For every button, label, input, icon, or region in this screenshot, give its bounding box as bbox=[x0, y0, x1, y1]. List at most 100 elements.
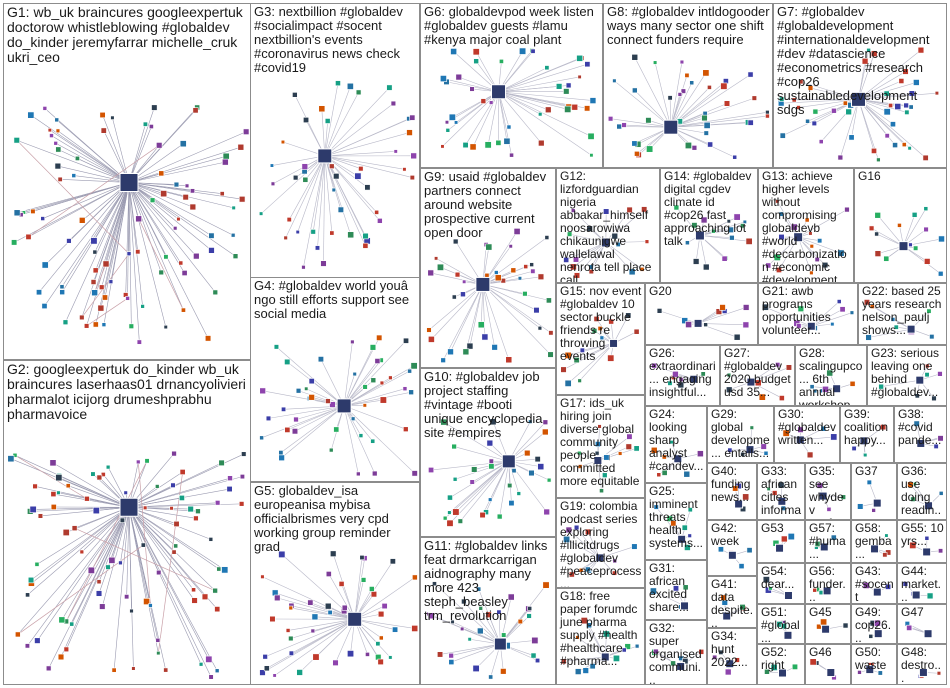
group-g9-label: G9: usaid #globaldev partners connect ar… bbox=[424, 169, 547, 240]
node-avatar bbox=[529, 262, 534, 267]
node-avatar bbox=[281, 406, 287, 412]
node-avatar bbox=[241, 451, 247, 457]
node-avatar bbox=[778, 211, 784, 217]
group-g35: G35: see whydev confer... bbox=[805, 463, 851, 520]
group-g37-nodes bbox=[857, 479, 882, 513]
edge bbox=[324, 83, 339, 156]
hub-node-avatar bbox=[593, 455, 603, 465]
node-avatar bbox=[393, 149, 398, 154]
node-avatar bbox=[568, 571, 575, 578]
node-avatar bbox=[462, 279, 467, 284]
node-avatar bbox=[742, 321, 750, 329]
node-avatar bbox=[790, 223, 798, 231]
group-g3-label: G3: nextbillion #globaldev #socialimpact… bbox=[254, 4, 403, 75]
node-avatar bbox=[371, 470, 378, 477]
hub-node-avatar bbox=[745, 445, 755, 455]
node-avatar bbox=[787, 533, 795, 541]
hub-node-avatar bbox=[821, 624, 831, 634]
edge bbox=[343, 365, 415, 407]
node-avatar bbox=[812, 587, 817, 593]
node-avatar bbox=[136, 339, 142, 345]
group-g39-label: G39: coalition happy... bbox=[844, 407, 889, 447]
edge bbox=[324, 155, 366, 246]
node-avatar bbox=[472, 664, 480, 672]
group-g44-nodes bbox=[902, 581, 934, 600]
node-avatar bbox=[542, 419, 549, 425]
node-avatar bbox=[890, 317, 896, 322]
edge bbox=[465, 284, 484, 352]
edge bbox=[571, 557, 600, 575]
hub-node-avatar bbox=[676, 661, 686, 671]
node-avatar bbox=[537, 463, 545, 471]
node-avatar bbox=[304, 386, 309, 391]
edge bbox=[294, 94, 326, 157]
node-avatar bbox=[327, 609, 333, 615]
node-avatar bbox=[720, 594, 727, 601]
group-g3-network bbox=[259, 80, 417, 270]
edge bbox=[128, 182, 184, 311]
group-g4-label: G4: #globaldev world youâ ngo still effo… bbox=[254, 278, 410, 321]
group-g49-network bbox=[868, 619, 883, 639]
hub-node-avatar bbox=[915, 375, 925, 385]
group-g50-nodes bbox=[857, 662, 883, 676]
group-g20-edges bbox=[659, 307, 747, 338]
group-g55-nodes bbox=[909, 535, 944, 557]
group-g1-network bbox=[11, 104, 250, 345]
hub-node-avatar bbox=[734, 499, 744, 509]
node-avatar bbox=[189, 188, 196, 194]
node-avatar bbox=[362, 232, 369, 240]
node-avatar bbox=[840, 494, 846, 500]
group-g16-network bbox=[868, 206, 945, 277]
edge bbox=[128, 182, 140, 343]
node-avatar bbox=[679, 59, 685, 65]
group-g46-nodes bbox=[809, 658, 837, 681]
node-avatar bbox=[780, 505, 786, 511]
node-avatar bbox=[448, 113, 456, 121]
edge bbox=[51, 135, 130, 183]
node-avatar bbox=[500, 278, 506, 284]
node-avatar bbox=[937, 270, 944, 277]
node-avatar bbox=[712, 654, 718, 660]
edge bbox=[14, 455, 88, 500]
edge bbox=[28, 145, 160, 238]
edge bbox=[576, 343, 614, 361]
node-avatar bbox=[411, 625, 419, 632]
node-avatar bbox=[452, 476, 458, 482]
group-g24-nodes bbox=[650, 440, 704, 478]
node-avatar bbox=[884, 133, 890, 139]
group-g10-network bbox=[428, 418, 552, 527]
edge bbox=[654, 62, 672, 128]
node-avatar bbox=[830, 322, 835, 327]
node-avatar bbox=[649, 587, 657, 595]
edge bbox=[613, 315, 629, 344]
node-avatar bbox=[577, 378, 582, 383]
edge bbox=[858, 99, 912, 108]
node-avatar bbox=[156, 569, 162, 576]
node-avatar bbox=[333, 173, 340, 180]
group-g44-label: G44: market... bbox=[901, 564, 942, 604]
node-avatar bbox=[782, 429, 790, 437]
group-g25-network bbox=[653, 504, 693, 551]
node-avatar bbox=[440, 144, 445, 149]
edge bbox=[343, 341, 353, 406]
hub-node-avatar bbox=[722, 611, 732, 621]
edge bbox=[576, 527, 600, 559]
edge bbox=[128, 182, 167, 328]
node-avatar bbox=[495, 139, 502, 146]
group-g52-network bbox=[764, 663, 798, 678]
node-avatar bbox=[742, 304, 750, 311]
node-avatar bbox=[440, 75, 447, 82]
node-avatar bbox=[913, 420, 920, 427]
node-avatar bbox=[692, 258, 700, 265]
node-avatar bbox=[639, 267, 645, 272]
node-avatar bbox=[574, 668, 582, 675]
edge bbox=[128, 182, 243, 200]
node-avatar bbox=[661, 469, 668, 476]
node-avatar bbox=[259, 435, 264, 441]
node-avatar bbox=[364, 184, 371, 191]
edge bbox=[102, 114, 130, 183]
node-avatar bbox=[791, 97, 797, 103]
node-avatar bbox=[628, 268, 636, 276]
edge bbox=[699, 235, 732, 239]
edge bbox=[659, 310, 699, 324]
